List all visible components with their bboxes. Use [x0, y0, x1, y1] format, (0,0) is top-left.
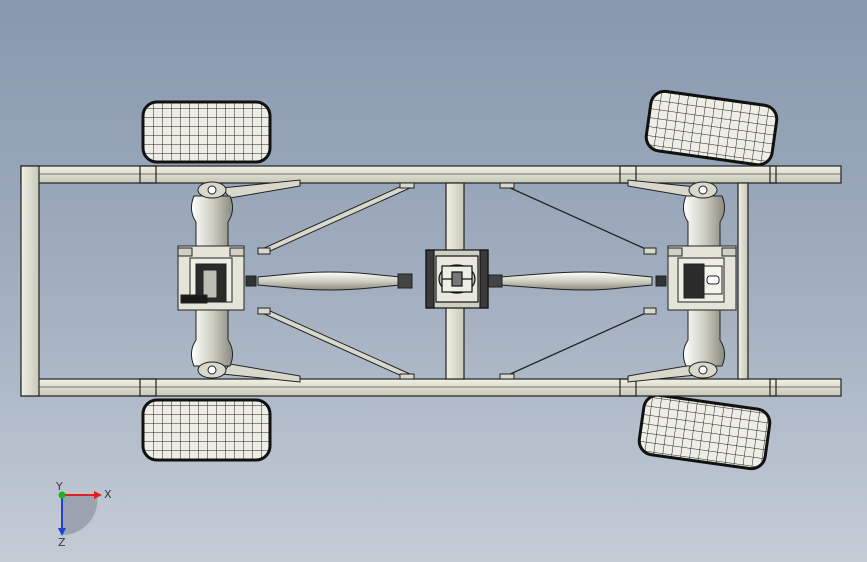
tire-rear-left[interactable]	[141, 398, 272, 462]
rear-axle-assembly[interactable]	[655, 181, 737, 379]
tire-rear-right[interactable]	[637, 393, 772, 471]
x-axis-label: X	[104, 488, 112, 501]
center-differential[interactable]	[425, 249, 489, 309]
front-axle-assembly[interactable]	[177, 181, 257, 379]
orientation-triad: X Y Z	[55, 480, 112, 549]
drive-shafts[interactable]	[257, 271, 653, 291]
y-axis	[58, 491, 66, 499]
y-axis-label: Y	[55, 480, 63, 493]
z-axis-label: Z	[58, 536, 66, 549]
tire-front-left[interactable]	[141, 100, 272, 164]
tire-front-right[interactable]	[644, 89, 779, 167]
braces	[221, 179, 707, 383]
